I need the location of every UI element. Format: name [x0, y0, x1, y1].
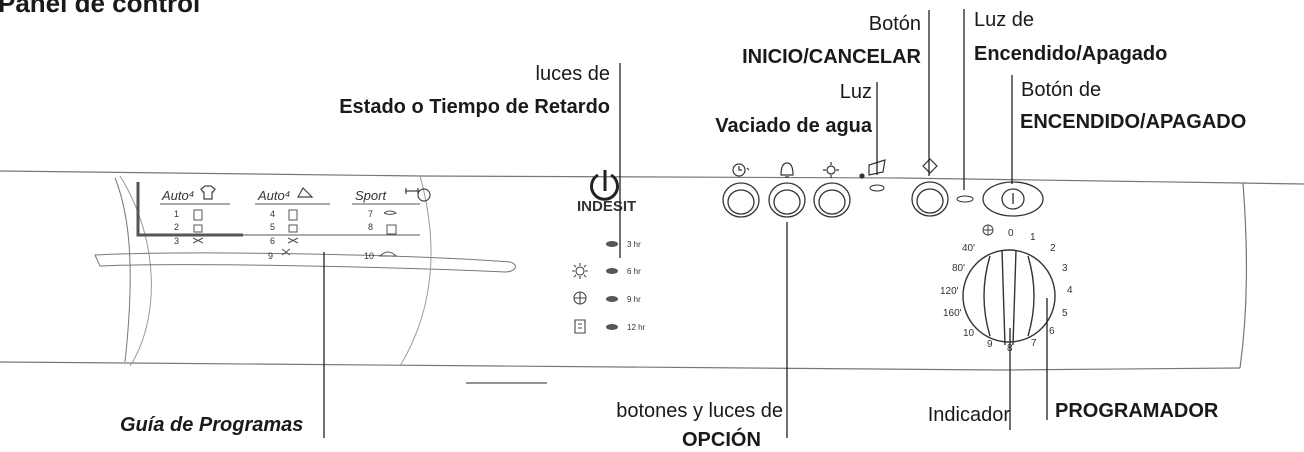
panel-top-edge: [0, 170, 1304, 185]
drain-icon: [859, 159, 886, 179]
iron-icon: [192, 237, 204, 244]
label-luz-vaciado-1: Luz: [839, 81, 872, 103]
spin-icon: [982, 224, 994, 236]
shoe-icon: [383, 210, 397, 215]
shirt-icon: [193, 209, 203, 221]
label-boton-inicio-2: INICIO/CANCELAR: [742, 46, 921, 68]
label-indicador: Indicador: [927, 404, 1010, 426]
program-guide-frame: [136, 182, 243, 237]
brand-name: INDESIT: [577, 198, 636, 215]
delay-3hr: 3 hr: [627, 240, 641, 249]
label-luces-estado-1: luces de: [535, 63, 611, 85]
prog-6: 6: [270, 236, 275, 246]
lid-curve-outer: [399, 175, 432, 367]
svg-text:160': 160': [943, 308, 962, 319]
prog-1: 1: [174, 209, 179, 219]
label-luz-encendido-2: Encendido/Apagado: [974, 43, 1168, 65]
svg-text:2: 2: [1050, 243, 1056, 254]
group-auto-1: Auto⁴: [161, 188, 194, 203]
svg-text:9: 9: [987, 339, 993, 350]
drain-light: [869, 184, 885, 192]
label-boton-inicio-1: Botón: [868, 13, 921, 35]
start-cancel-button[interactable]: [911, 181, 949, 217]
shirt-icon: [386, 224, 397, 235]
prog-10: 10: [364, 251, 374, 261]
shirt-icon: [574, 319, 586, 334]
label-luz-vaciado-2: Vaciado de agua: [715, 115, 872, 137]
shirt-icon: [288, 209, 298, 221]
label-botones-opcion-1: botones y luces de: [616, 400, 783, 422]
spin-icon: [573, 291, 587, 305]
svg-text:3: 3: [1062, 263, 1068, 274]
shirt-icon: [288, 224, 298, 233]
shirt-icon: [193, 224, 203, 233]
svg-text:0: 0: [1008, 228, 1014, 239]
programmer-dial[interactable]: [962, 249, 1056, 346]
label-luz-encendido-1: Luz de: [974, 9, 1035, 31]
prog-3: 3: [174, 236, 179, 246]
svg-text:120': 120': [940, 286, 959, 297]
delay-clock-icon: [732, 163, 750, 177]
option-button-delay[interactable]: [722, 182, 760, 218]
svg-text:4: 4: [1067, 285, 1073, 296]
prog-8: 8: [368, 222, 373, 232]
dial-labels: 0 1 2 3 4 5 6 7 8 40' 80' 120' 160' 10 9: [940, 228, 1073, 354]
option-button-bell[interactable]: [768, 182, 806, 218]
svg-text:80': 80': [952, 263, 965, 274]
label-boton-encendido-1: Botón de: [1021, 79, 1102, 101]
delay-12hr: 12 hr: [627, 323, 646, 332]
prog-2: 2: [174, 222, 179, 232]
panel-curve: [114, 177, 131, 363]
prog-9: 9: [268, 251, 273, 261]
page-title: Panel de control: [0, 0, 201, 18]
svg-text:6: 6: [1049, 326, 1055, 337]
delay-6hr: 6 hr: [627, 267, 641, 276]
svg-text:5: 5: [1062, 308, 1068, 319]
panel-bottom-edge: [0, 361, 1241, 371]
bell-icon: [780, 162, 794, 178]
prog-4: 4: [270, 209, 275, 219]
delay-9hr: 9 hr: [627, 295, 641, 304]
sun-icon: [572, 263, 588, 279]
prog-7: 7: [368, 209, 373, 219]
start-diamond-icon: [922, 158, 938, 174]
panel-right-edge: [1239, 182, 1248, 369]
svg-text:40': 40': [962, 243, 975, 254]
prog-5: 5: [270, 222, 275, 232]
svg-text:10: 10: [963, 328, 975, 339]
power-light: [956, 195, 974, 203]
hat-icon: [378, 251, 398, 257]
indesit-logo: [590, 170, 619, 201]
label-boton-encendido-2: ENCENDIDO/APAGADO: [1020, 111, 1247, 133]
label-luces-estado-2: Estado o Tiempo de Retardo: [339, 96, 610, 118]
label-guia-programas: Guía de Programas: [120, 414, 304, 436]
sun-icon: [823, 162, 839, 178]
shirt-icon: [200, 185, 216, 200]
display-window-curve: [119, 175, 152, 367]
power-button[interactable]: [982, 181, 1044, 217]
dumbbell-icon: [405, 188, 431, 202]
iron-icon: [296, 187, 314, 198]
delay-lights: [606, 241, 618, 330]
svg-text:7: 7: [1031, 338, 1037, 349]
label-programador: PROGRAMADOR: [1055, 400, 1219, 422]
group-auto-2: Auto⁴: [257, 188, 290, 203]
option-button-sun[interactable]: [813, 182, 851, 218]
svg-text:1: 1: [1030, 232, 1036, 243]
flower-icon: [281, 248, 291, 256]
iron-icon: [287, 237, 299, 244]
group-sport: Sport: [355, 188, 387, 203]
lid-curve: [94, 252, 516, 273]
control-panel-diagram: Auto⁴ Auto⁴ Sport 1 2 3 4 5 6 7 8 9 10 I…: [0, 9, 1304, 438]
